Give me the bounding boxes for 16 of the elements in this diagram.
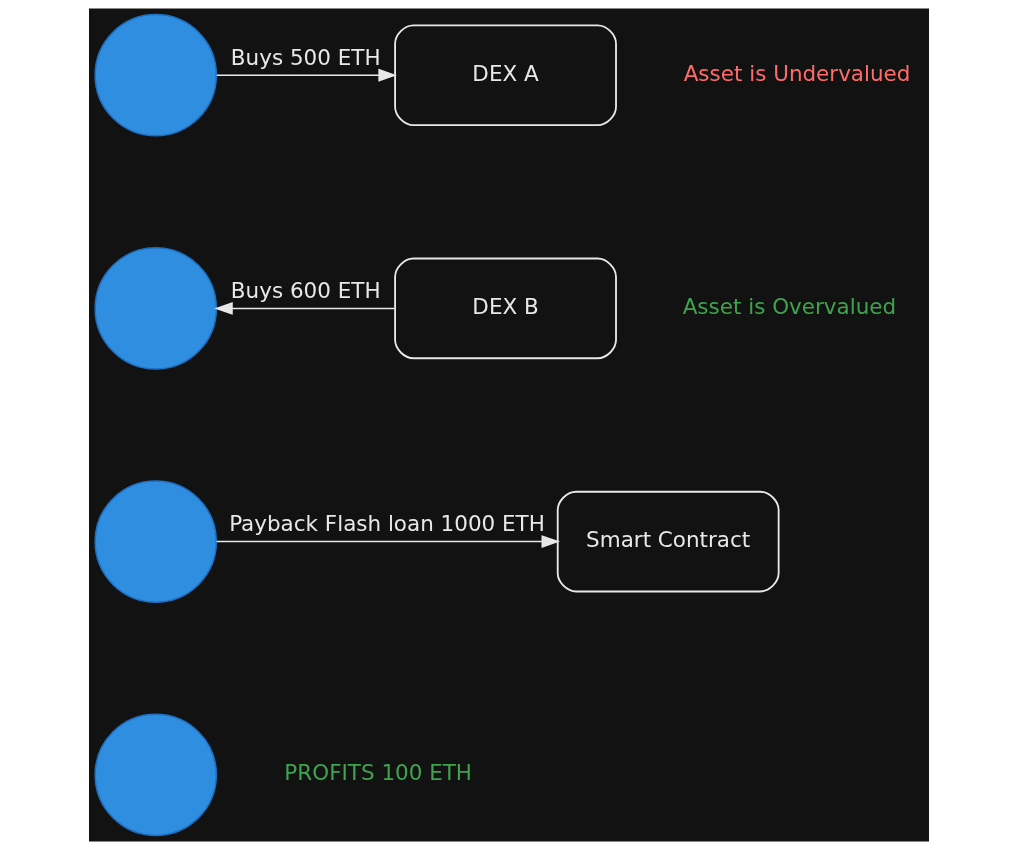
node-label: PROFITS 100 ETH (284, 760, 473, 786)
edge-label: Buys 600 ETH (230, 277, 381, 303)
node-box: DEX B (394, 257, 617, 360)
node-person (94, 480, 218, 603)
edge-label: Payback Flash loan 1000 ETH (229, 511, 545, 537)
node-person (94, 713, 218, 837)
node-box: Smart Contract (556, 490, 780, 593)
node-label: Asset is Overvalued (682, 294, 897, 320)
arrow (215, 68, 397, 82)
edge-label: Buys 500 ETH (230, 44, 381, 70)
arrow (214, 301, 396, 315)
node-person (94, 247, 218, 370)
node-label: Asset is Undervalued (683, 60, 911, 86)
node-box: DEX A (394, 24, 617, 126)
arrow (215, 535, 560, 549)
node-person (94, 13, 218, 137)
